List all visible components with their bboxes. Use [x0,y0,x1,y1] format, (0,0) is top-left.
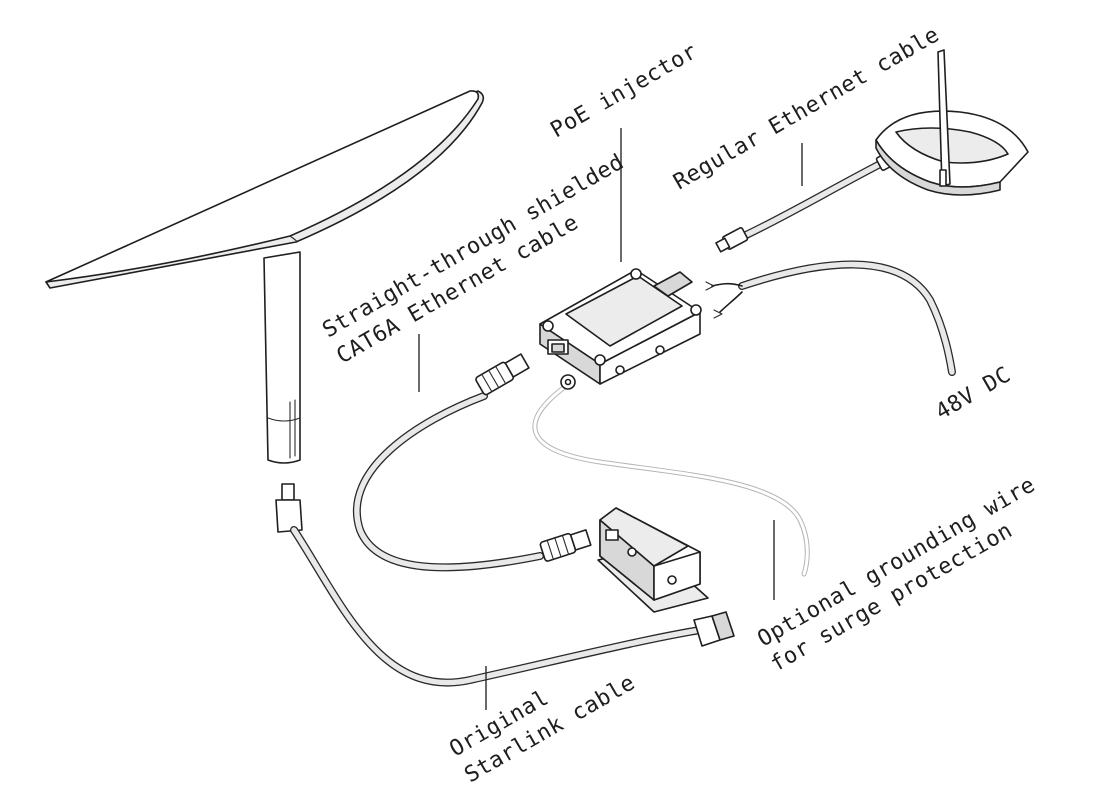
poe-injector [539,268,702,385]
leader-lines [418,128,803,710]
poe-injector-mounted [597,507,709,613]
label-grounding-wire-line1: Optional grounding wire [754,472,1040,652]
grounding-wire [532,374,810,577]
starlink-cable [290,526,735,687]
dc-power-cable [705,260,956,376]
starlink-dish [45,90,485,533]
label-poe-injector: PoE injector [547,39,702,143]
shielded-cable [352,353,592,572]
regular-ethernet-cable [715,146,908,253]
label-48v-dc: 48V DC [932,362,1016,425]
router [875,49,1029,196]
